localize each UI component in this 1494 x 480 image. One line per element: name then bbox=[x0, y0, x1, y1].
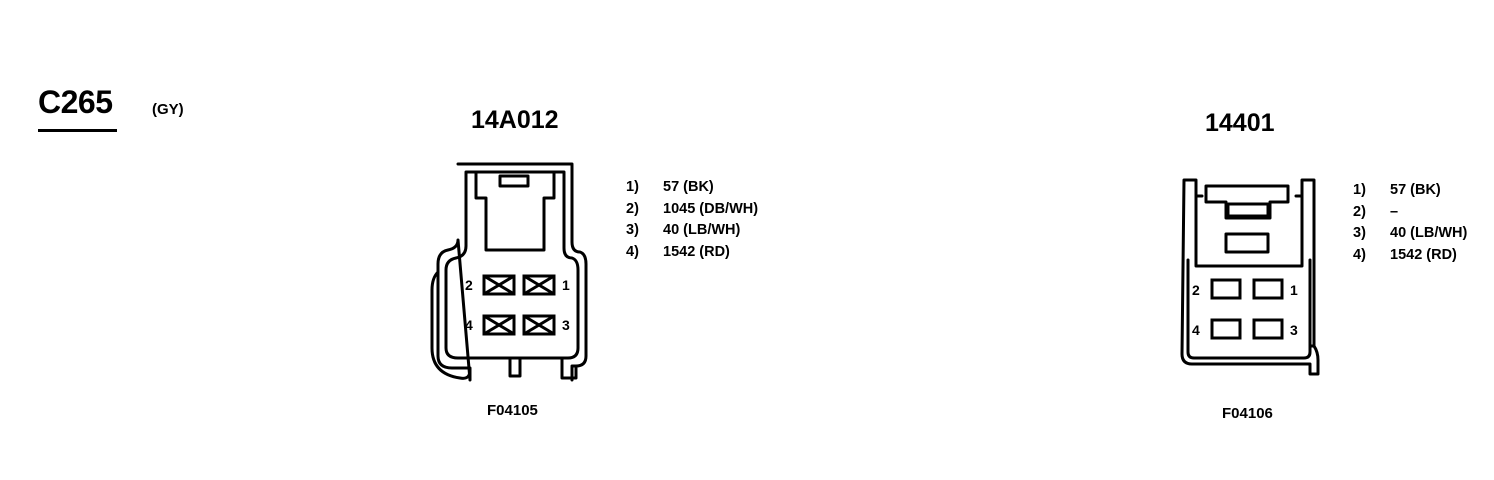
pin-circuit: – bbox=[1390, 203, 1399, 220]
left-pin-table: 1) 57 (BK) 2) 1045 (DB/WH) 3) 40 (LB/WH)… bbox=[626, 177, 758, 263]
pin-circuit: 57 (BK) bbox=[1390, 182, 1441, 198]
right-connector-face: 1 2 3 4 bbox=[1180, 178, 1320, 376]
pin-number: 1) bbox=[626, 179, 639, 195]
right-figure-id: F04106 bbox=[1222, 405, 1273, 422]
right-pin-label-1: 1 bbox=[1290, 282, 1298, 298]
left-pin-label-3: 3 bbox=[562, 317, 570, 333]
pin-number: 3) bbox=[1353, 225, 1366, 241]
pin-circuit: 40 (LB/WH) bbox=[663, 222, 741, 238]
pin-number: 4) bbox=[626, 243, 639, 260]
connector-id: C265 bbox=[38, 84, 113, 120]
pin-circuit: 1542 (RD) bbox=[1390, 246, 1457, 263]
connector-id-underline bbox=[38, 129, 117, 132]
left-pin-row-1: 1) 57 (BK) bbox=[626, 177, 758, 199]
right-pin-table: 1) 57 (BK) 2) – 3) 40 (LB/WH) 4) 1542 (R… bbox=[1353, 180, 1467, 266]
right-terminal-cavities bbox=[1210, 278, 1284, 340]
pin-number: 1) bbox=[1353, 182, 1366, 198]
right-pin-row-1: 1) 57 (BK) bbox=[1353, 180, 1467, 202]
pin-number: 4) bbox=[1353, 246, 1366, 263]
right-pin-label-2: 2 bbox=[1192, 282, 1200, 298]
pin-number: 2) bbox=[626, 200, 639, 217]
left-pin-label-4: 4 bbox=[465, 317, 473, 333]
connector-color: (GY) bbox=[152, 101, 184, 118]
right-pin-row-4: 4) 1542 (RD) bbox=[1353, 245, 1467, 267]
right-pin-row-2: 2) – bbox=[1353, 202, 1467, 224]
left-pin-label-2: 2 bbox=[465, 277, 473, 293]
pin-circuit: 1542 (RD) bbox=[663, 243, 730, 260]
left-pin-label-1: 1 bbox=[562, 277, 570, 293]
left-terminal-cavities bbox=[482, 274, 556, 336]
pin-circuit: 57 (BK) bbox=[663, 179, 714, 195]
left-figure-id: F04105 bbox=[487, 402, 538, 419]
right-part-number: 14401 bbox=[1205, 109, 1275, 137]
left-pin-row-3: 3) 40 (LB/WH) bbox=[626, 220, 758, 242]
pin-circuit: 1045 (DB/WH) bbox=[663, 200, 759, 217]
right-pin-row-3: 3) 40 (LB/WH) bbox=[1353, 223, 1467, 245]
left-connector-face: 1 2 3 4 bbox=[430, 162, 588, 382]
right-pin-label-3: 3 bbox=[1290, 322, 1298, 338]
left-pin-row-2: 2) 1045 (DB/WH) bbox=[626, 199, 758, 221]
left-pin-row-4: 4) 1542 (RD) bbox=[626, 242, 758, 264]
left-part-number: 14A012 bbox=[471, 106, 559, 134]
pin-circuit: 40 (LB/WH) bbox=[1390, 225, 1468, 241]
right-pin-label-4: 4 bbox=[1192, 322, 1200, 338]
pin-number: 3) bbox=[626, 222, 639, 238]
pin-number: 2) bbox=[1353, 203, 1366, 220]
